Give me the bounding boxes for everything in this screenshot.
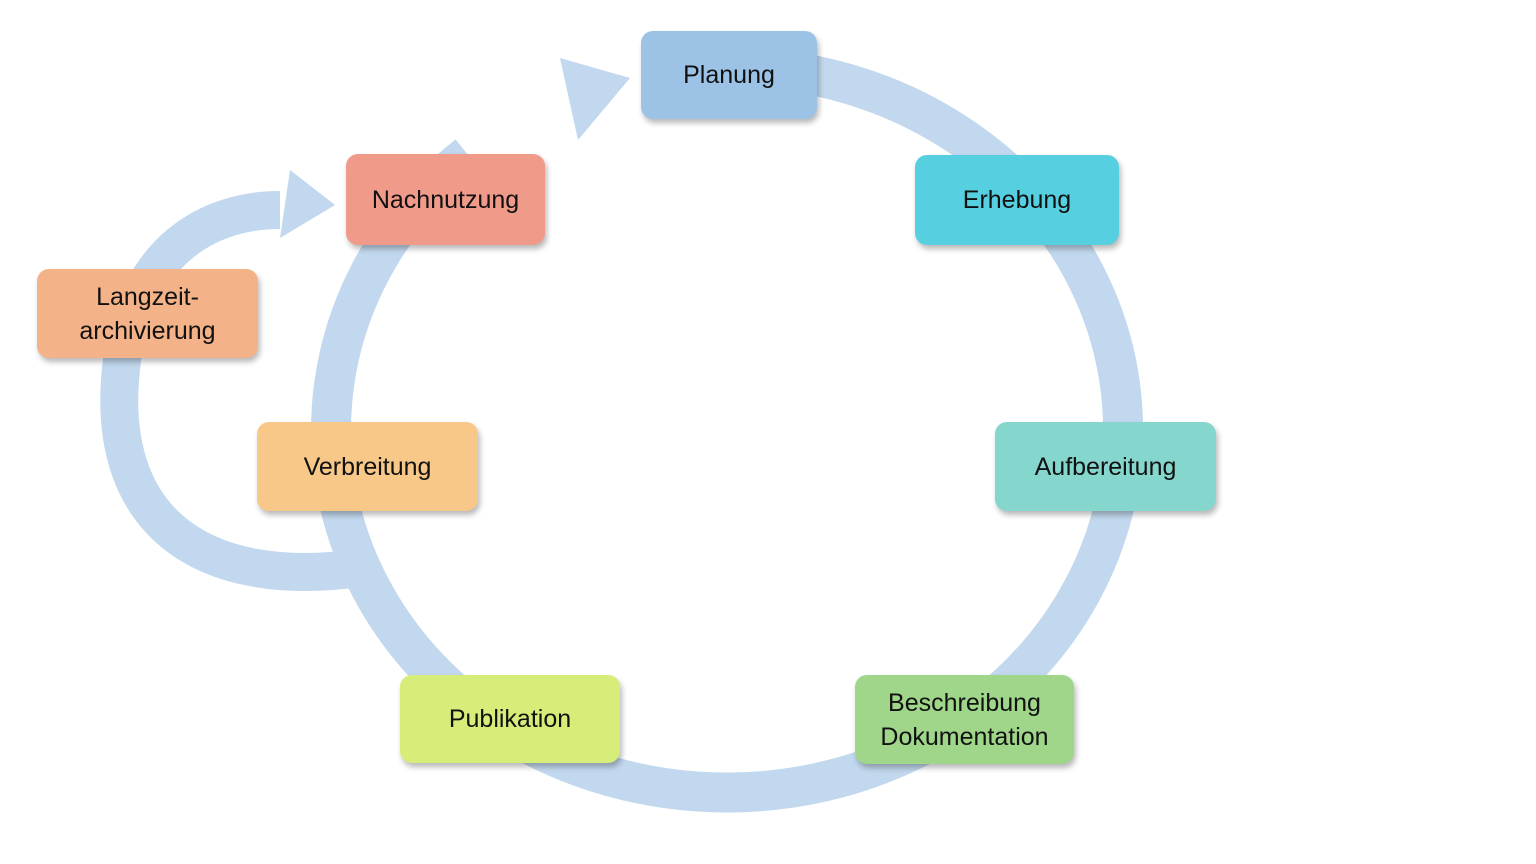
- node-label: Nachnutzung: [371, 185, 520, 214]
- node-planung: Planung: [641, 31, 817, 119]
- node-label: Aufbereitung: [1034, 452, 1177, 481]
- node-nachnutzung: Nachnutzung: [346, 154, 545, 245]
- node-label-line-2: archivierung: [79, 316, 216, 345]
- node-erhebung: Erhebung: [915, 155, 1119, 245]
- node-label: Publikation: [448, 705, 572, 733]
- node-beschreibung-dokumentation: Beschreibung Dokumentation: [855, 675, 1074, 764]
- arrowhead-to-planung: [560, 58, 630, 140]
- node-langzeitarchivierung: Langzeit- archivierung: [37, 269, 258, 358]
- node-publikation: Publikation: [400, 675, 620, 763]
- node-label: Planung: [683, 61, 775, 89]
- archive-loop-arc: [100, 191, 363, 591]
- node-aufbereitung: Aufbereitung: [995, 422, 1216, 511]
- node-label-line-2: Dokumentation: [880, 722, 1049, 751]
- node-verbreitung: Verbreitung: [257, 422, 478, 511]
- node-label-line-1: Beschreibung: [888, 688, 1041, 717]
- node-label: Erhebung: [962, 186, 1072, 214]
- node-label: Verbreitung: [303, 452, 432, 481]
- node-label-line-1: Langzeit-: [96, 282, 199, 311]
- arrowhead-to-nachnutzung: [280, 170, 335, 238]
